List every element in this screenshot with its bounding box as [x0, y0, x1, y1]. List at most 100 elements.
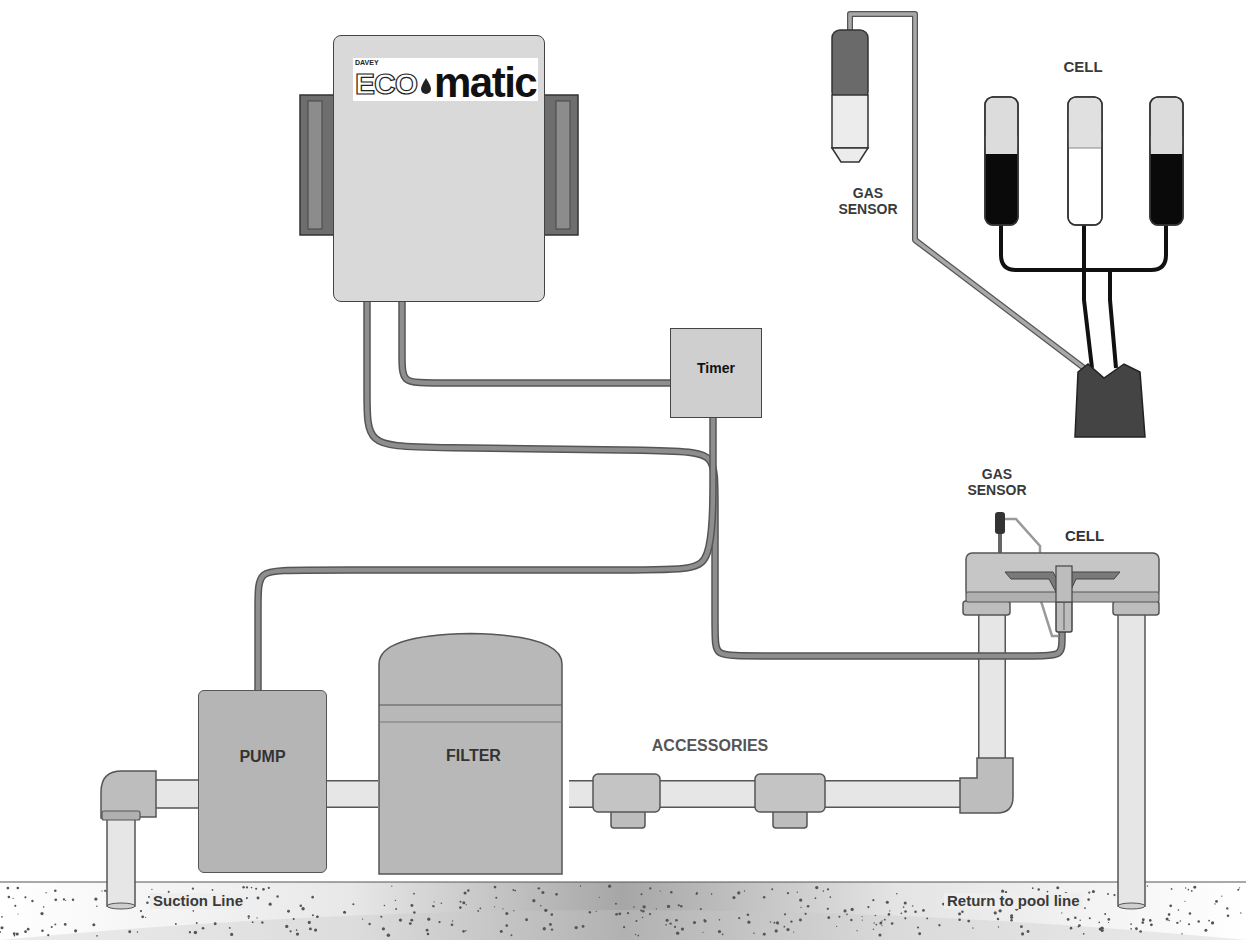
soil-dots [1204, 929, 1207, 932]
soil-dots [790, 920, 792, 922]
soil-dots [1180, 920, 1182, 922]
cell-fitting [1064, 598, 1065, 630]
soil-dots [599, 897, 600, 898]
soil-dots [1130, 923, 1132, 925]
connector-outline [569, 605, 992, 794]
soil-dots [391, 886, 392, 887]
soil-dots [633, 906, 635, 908]
node-label: PUMP [199, 747, 326, 767]
soil-dots [194, 931, 197, 934]
soil-dots [246, 886, 248, 888]
connector-line [402, 302, 670, 383]
soil-dots [459, 901, 461, 903]
soil-dots [434, 901, 435, 902]
soil-dots [1221, 896, 1222, 897]
soil-dots [815, 897, 817, 899]
soil-dots [63, 898, 65, 900]
soil-dots [525, 918, 528, 921]
brand-name: DAVEY [355, 59, 536, 66]
soil-dots [873, 922, 874, 923]
electrode-tube [1150, 97, 1183, 225]
soil-dots [879, 922, 882, 925]
part-label-box: ACCESSORIES [625, 737, 795, 755]
soil-dots [189, 931, 191, 933]
soil-dots [1240, 912, 1241, 913]
soil-dots [640, 909, 642, 911]
soil-dots [54, 889, 57, 892]
soil-dots [1056, 886, 1059, 889]
soil-dots [669, 922, 671, 924]
soil-dots [823, 890, 825, 892]
soil-dots [343, 911, 346, 914]
soil-dots [608, 885, 611, 888]
soil-dots [1067, 918, 1070, 921]
suction-pipe [101, 771, 200, 909]
soil-dots [711, 893, 713, 895]
soil-dots [881, 925, 882, 926]
soil-dots [773, 922, 775, 924]
filter-outline [379, 704, 562, 705]
soil-dots [747, 913, 750, 916]
soil-dots [881, 920, 882, 921]
part-label-box: CELL [1048, 58, 1118, 76]
soil-dots [1239, 887, 1240, 888]
soil-dots [229, 927, 231, 929]
soil-dots [681, 927, 684, 930]
soil-dots [72, 898, 74, 900]
soil-dots [783, 926, 785, 928]
soil-dots [1149, 919, 1152, 922]
soil-dots [16, 887, 19, 890]
soil-dots [1188, 923, 1190, 925]
soil-dots [40, 912, 43, 915]
elbow-fitting [960, 758, 1013, 813]
soil-dots [1113, 894, 1115, 896]
soil-dots [642, 917, 643, 918]
soil-dots [380, 916, 382, 918]
mounting-bracket [544, 95, 578, 235]
soil-dots [799, 918, 802, 921]
soil-dots [718, 930, 721, 933]
soil-dots [137, 931, 138, 932]
soil-dots [1083, 933, 1085, 935]
soil-dots [202, 927, 205, 930]
soil-dots [1147, 885, 1148, 886]
soil-dots [309, 927, 312, 930]
soil-dots [541, 891, 544, 894]
soil-dots [912, 905, 914, 907]
soil-dots [873, 928, 874, 929]
soil-dots [192, 888, 194, 890]
soil-dots [1237, 889, 1239, 891]
soil-dots [413, 893, 415, 895]
suction-pipe [107, 903, 135, 909]
soil-dots [500, 930, 503, 933]
soil-dots [1092, 891, 1094, 893]
soil-dots [732, 896, 735, 899]
soil-dots [1104, 913, 1106, 915]
elbow-fitting [960, 758, 1013, 813]
soil-dots [256, 917, 257, 918]
soil-dots [961, 910, 964, 913]
soil-dots [889, 910, 890, 911]
soil-dots [467, 889, 470, 892]
soil-dots [1079, 919, 1080, 920]
soil-dots [1078, 924, 1081, 927]
water-pipe [569, 605, 992, 794]
soil-dots [574, 926, 577, 929]
return-pipe [1118, 903, 1145, 909]
soil-dots [1074, 916, 1077, 919]
soil-dots [1189, 912, 1191, 914]
soil-dots [14, 905, 16, 907]
soil-dots [252, 921, 254, 923]
soil-dots [287, 910, 290, 913]
inset-detail [1084, 225, 1092, 368]
soil-dots [494, 906, 495, 907]
soil-dots [230, 933, 233, 936]
soil-dots [1141, 921, 1144, 924]
electrode-tube [986, 98, 1018, 154]
pipe-label: Return to pool line [944, 893, 1083, 909]
soil-dots [308, 921, 311, 924]
soil-dots [1100, 927, 1103, 930]
electrode-tube [985, 97, 1018, 225]
inset-detail [1110, 270, 1116, 368]
